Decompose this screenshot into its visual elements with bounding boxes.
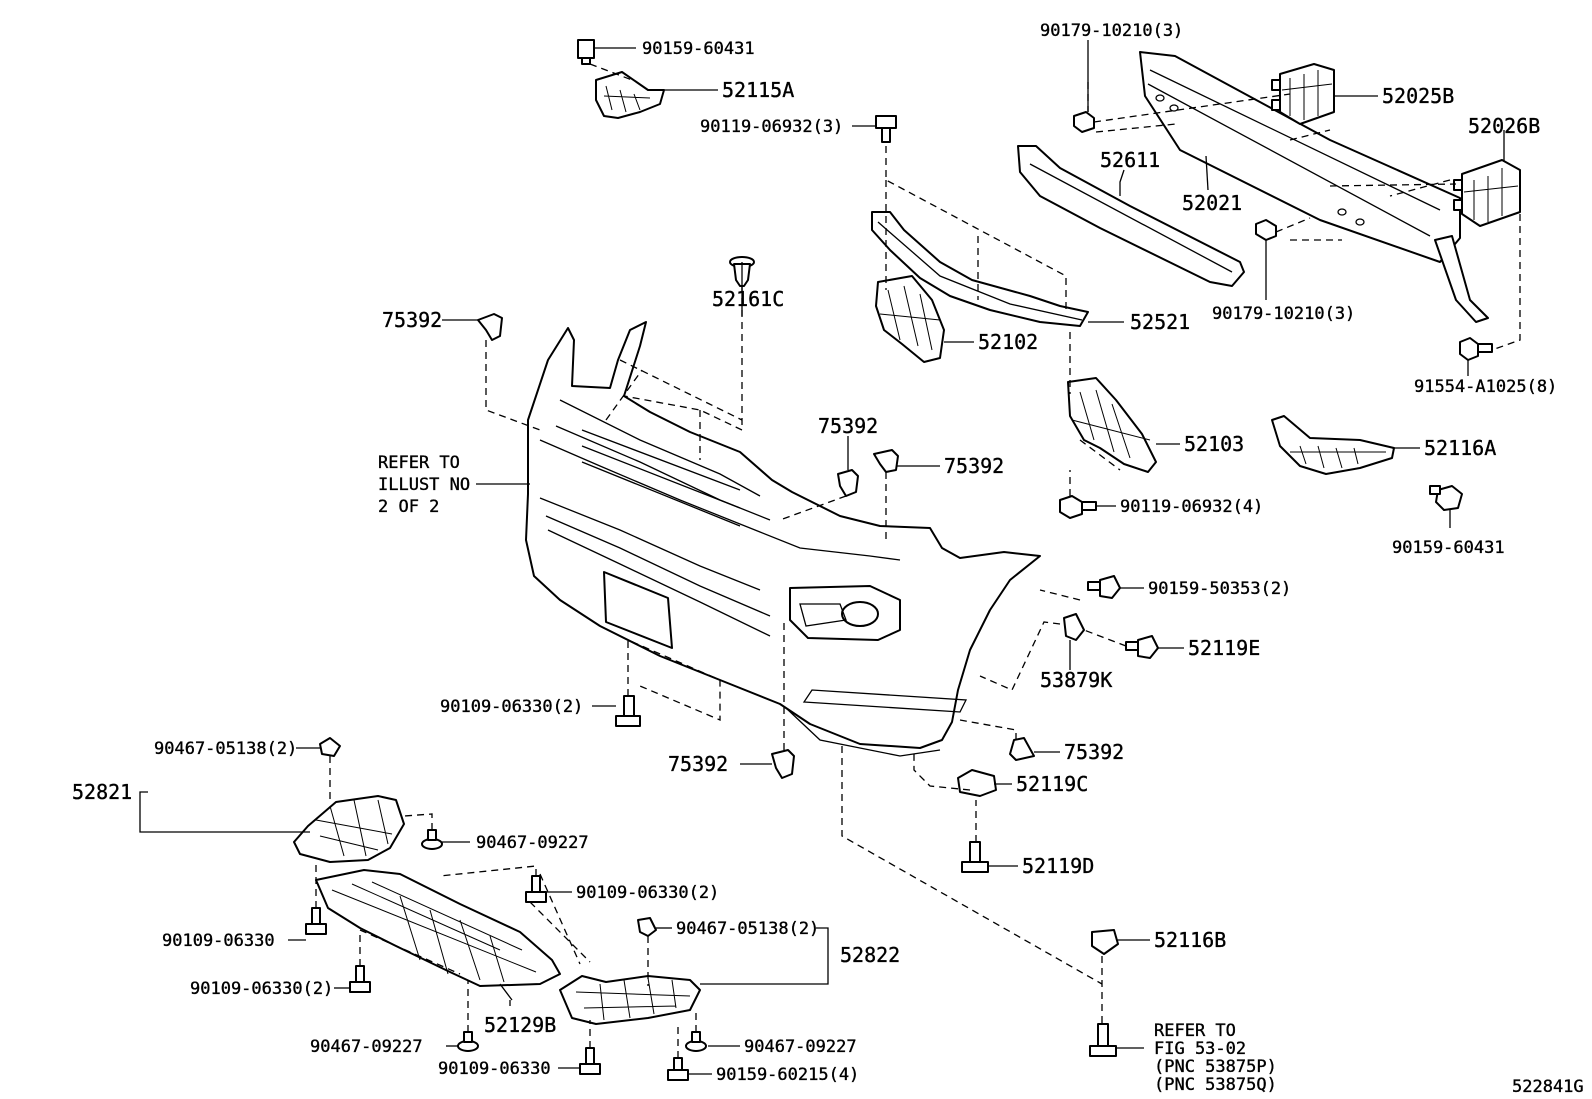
clip-52116B-icon	[1091, 929, 1119, 955]
clip-90467-09227-b-icon	[457, 1031, 479, 1052]
cover-52821-icon	[293, 795, 405, 863]
refer-note-fig-53-02: REFER TO FIG 53-02 (PNC 53875P) (PNC 538…	[1154, 1021, 1277, 1095]
bolt-90109-06330-bottom-icon	[579, 1047, 601, 1075]
support-52521-icon	[871, 211, 1089, 327]
label-90109-06330-2-c[interactable]: 90109-06330(2)	[190, 979, 334, 999]
label-91554-A1025-8[interactable]: 91554-A1025(8)	[1414, 377, 1558, 397]
screw-90159-50353-icon	[1087, 575, 1121, 599]
label-52129B[interactable]: 52129B	[484, 1013, 557, 1037]
clip-75392-e-icon	[1009, 737, 1035, 761]
bolt-90159-60431-right-icon	[1429, 485, 1463, 511]
clip-90467-09227-c-icon	[685, 1031, 707, 1052]
label-52116A[interactable]: 52116A	[1424, 436, 1497, 460]
bolt-90159-60431-top-icon	[577, 39, 595, 65]
bracket-52102-icon	[875, 275, 945, 363]
nut-90179-10210-top-icon	[1073, 111, 1095, 133]
label-90119-06932-3[interactable]: 90119-06932(3)	[700, 117, 844, 137]
bracket-52026B-icon	[1453, 159, 1521, 227]
bracket-52025B-icon	[1271, 63, 1335, 125]
label-90467-09227-c[interactable]: 90467-09227	[744, 1037, 857, 1057]
clip-90467-09227-a-icon	[421, 829, 443, 850]
bracket-52103-icon	[1067, 377, 1157, 473]
reinforcement-52021-icon	[1139, 51, 1489, 323]
drawing-code: 522841G	[1512, 1077, 1584, 1097]
clip-90467-05138-bottom-icon	[637, 917, 657, 937]
bracket-52116A-icon	[1271, 415, 1395, 475]
clip-52119C-icon	[957, 769, 997, 797]
label-52119E[interactable]: 52119E	[1188, 636, 1261, 660]
label-52521[interactable]: 52521	[1130, 310, 1191, 334]
refer-note-2-line-2: FIG 53-02	[1154, 1039, 1246, 1059]
label-90467-05138-2-bottom[interactable]: 90467-05138(2)	[676, 919, 820, 939]
label-52102[interactable]: 52102	[978, 330, 1039, 354]
screw-90159-60215-icon	[667, 1057, 689, 1081]
refer-note-1-line-3: 2 OF 2	[378, 497, 439, 517]
label-75392-c[interactable]: 75392	[944, 454, 1005, 478]
label-90119-06932-4[interactable]: 90119-06932(4)	[1120, 497, 1264, 517]
nut-90179-10210-bottom-icon	[1255, 219, 1277, 241]
label-90467-05138-2-top[interactable]: 90467-05138(2)	[154, 739, 298, 759]
absorber-52611-icon	[1017, 145, 1245, 287]
label-90179-10210-3-bottom[interactable]: 90179-10210(3)	[1212, 304, 1356, 324]
bolt-91554-A1025-icon	[1459, 337, 1493, 361]
cover-52822-icon	[559, 975, 701, 1025]
label-75392-e[interactable]: 75392	[1064, 740, 1125, 764]
label-75392-a[interactable]: 75392	[382, 308, 443, 332]
label-53879K[interactable]: 53879K	[1040, 668, 1113, 692]
refer-note-1-line-1: REFER TO	[378, 453, 460, 473]
label-75392-d[interactable]: 75392	[668, 752, 729, 776]
bolt-52119D-icon	[961, 841, 989, 873]
label-90467-09227-a[interactable]: 90467-09227	[476, 833, 589, 853]
bolt-refer-fig-53-02-icon	[1089, 1023, 1117, 1057]
label-90159-50353-2[interactable]: 90159-50353(2)	[1148, 579, 1292, 599]
bolt-90109-06330-a-icon	[305, 907, 327, 935]
label-90159-60431-top[interactable]: 90159-60431	[642, 39, 755, 59]
label-90109-06330-a[interactable]: 90109-06330	[162, 931, 275, 951]
label-52821[interactable]: 52821	[72, 780, 133, 804]
label-52025B[interactable]: 52025B	[1382, 84, 1455, 108]
clip-75392-b-icon	[837, 469, 859, 497]
refer-note-2-line-4: (PNC 53875Q)	[1154, 1075, 1277, 1095]
clip-75392-c-icon	[873, 449, 899, 473]
clip-53879K-icon	[1063, 613, 1085, 641]
label-52611[interactable]: 52611	[1100, 148, 1161, 172]
label-90467-09227-b[interactable]: 90467-09227	[310, 1037, 423, 1057]
label-52026B[interactable]: 52026B	[1468, 114, 1541, 138]
bracket-52115A-icon	[595, 71, 665, 119]
clip-75392-a-icon	[477, 313, 503, 341]
label-90109-06330-2-mid[interactable]: 90109-06330(2)	[440, 697, 584, 717]
label-52119D[interactable]: 52119D	[1022, 854, 1095, 878]
bolt-90119-06932-top-icon	[875, 115, 897, 143]
refer-note-1-line-2: ILLUST NO	[378, 475, 470, 495]
label-52119C[interactable]: 52119C	[1016, 772, 1089, 796]
bolt-90109-06330-mid-icon	[615, 695, 641, 727]
bumper-cover-icon	[525, 321, 1041, 757]
screw-52119E-icon	[1125, 635, 1159, 659]
refer-note-2-line-1: REFER TO	[1154, 1021, 1236, 1041]
label-90159-60215-4[interactable]: 90159-60215(4)	[716, 1065, 860, 1085]
label-52021[interactable]: 52021	[1182, 191, 1243, 215]
leader-lines	[139, 40, 1505, 1075]
bolt-90109-06330-c-icon	[349, 965, 371, 993]
assembly-lines	[315, 63, 1521, 1058]
label-90159-60431-right[interactable]: 90159-60431	[1392, 538, 1505, 558]
label-90109-06330-bottom[interactable]: 90109-06330	[438, 1059, 551, 1079]
label-90179-10210-3-top[interactable]: 90179-10210(3)	[1040, 21, 1184, 41]
part-labels: 90159-60431 52115A 90119-06932(3) 90179-…	[72, 21, 1558, 1085]
label-52103[interactable]: 52103	[1184, 432, 1245, 456]
label-52161C[interactable]: 52161C	[712, 287, 785, 311]
clip-90467-05138-top-icon	[319, 737, 341, 757]
label-90109-06330-2-b[interactable]: 90109-06330(2)	[576, 883, 720, 903]
refer-note-illust-2: REFER TO ILLUST NO 2 OF 2	[378, 453, 470, 517]
refer-note-2-line-3: (PNC 53875P)	[1154, 1057, 1277, 1077]
label-52116B[interactable]: 52116B	[1154, 928, 1227, 952]
clip-75392-d-icon	[771, 749, 795, 779]
label-75392-b[interactable]: 75392	[818, 414, 879, 438]
label-52822[interactable]: 52822	[840, 943, 901, 967]
bolt-90119-06932-4-icon	[1059, 495, 1097, 519]
label-52115A[interactable]: 52115A	[722, 78, 795, 102]
cover-52129B-icon	[315, 869, 561, 987]
